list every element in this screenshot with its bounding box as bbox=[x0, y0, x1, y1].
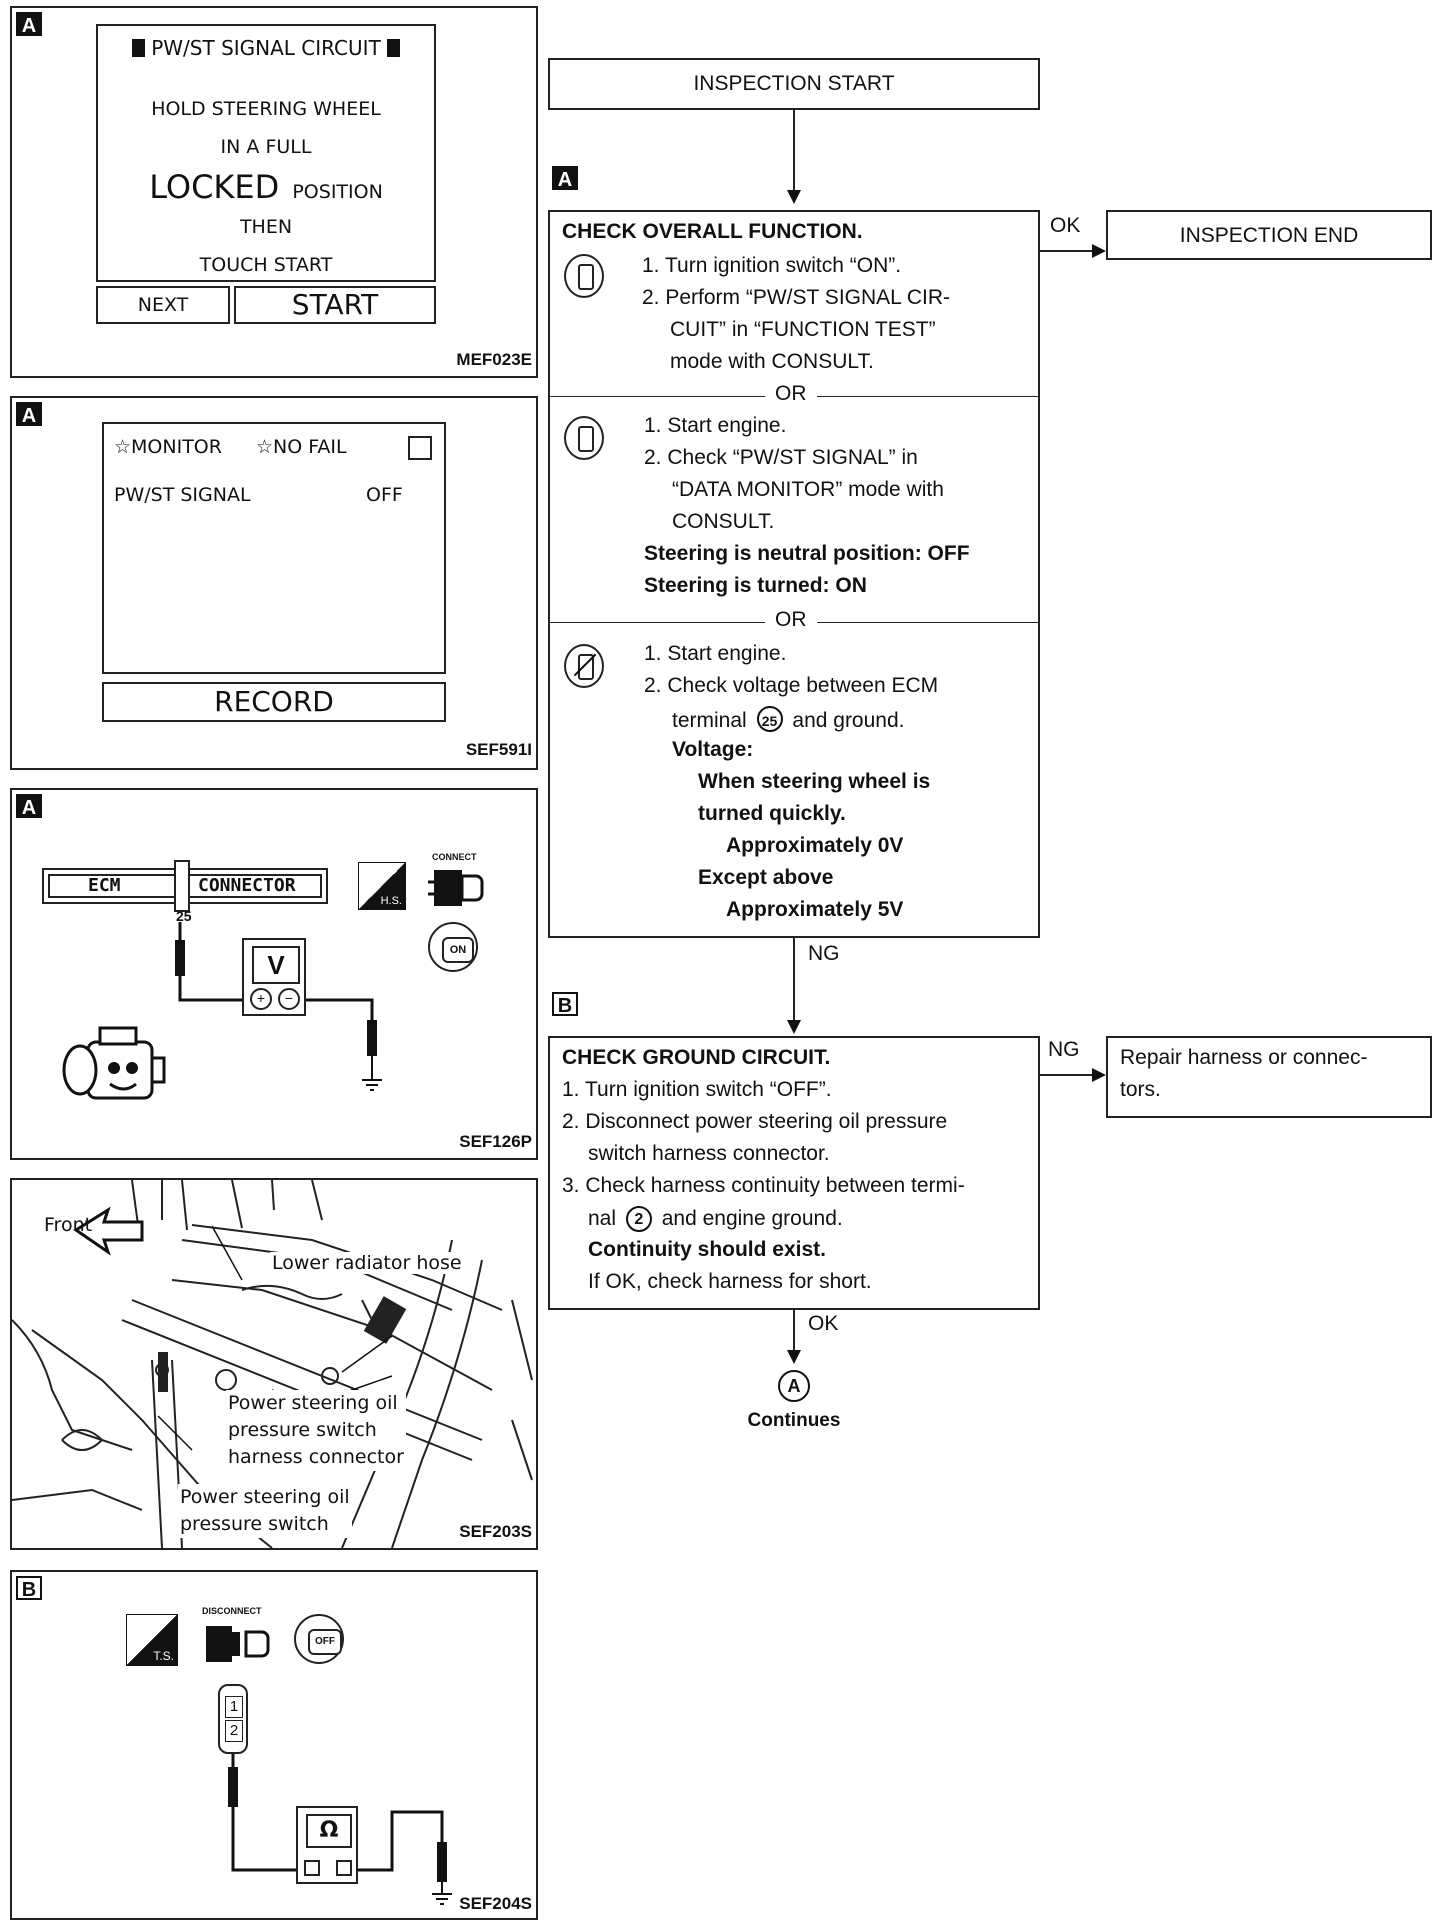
next-button[interactable]: NEXT bbox=[96, 286, 230, 324]
black-square-icon bbox=[131, 39, 145, 57]
meter-display: V bbox=[252, 946, 300, 984]
connector-line bbox=[793, 938, 795, 1024]
voltmeter-wiring bbox=[175, 922, 382, 1091]
minus-terminal-icon: − bbox=[278, 988, 300, 1010]
continuation-marker: A bbox=[778, 1370, 810, 1402]
engine-icon bbox=[62, 1026, 166, 1100]
harness-symbol-icon: H.S. bbox=[358, 862, 406, 910]
figure-code: SEF203S bbox=[459, 1522, 532, 1542]
figure-ground-continuity-check: B T.S. DISCONNECT OFF 1 2 Ω SEF204S bbox=[10, 1570, 538, 1920]
consult-screen: PW/ST SIGNAL CIRCUIT HOLD STEERING WHEEL… bbox=[96, 24, 436, 282]
repair-box: Repair harness or connec- tors. bbox=[1106, 1036, 1432, 1118]
connect-label: CONNECT bbox=[432, 852, 477, 862]
switch-callout: Power steering oil pressure switch bbox=[178, 1484, 352, 1538]
inspection-end-box: INSPECTION END bbox=[1106, 210, 1432, 260]
figure-code: MEF023E bbox=[456, 350, 532, 369]
ok-label: OK bbox=[1050, 214, 1081, 237]
connector-plug-icon bbox=[428, 870, 484, 906]
plus-terminal-icon: + bbox=[250, 988, 272, 1010]
record-button[interactable]: RECORD bbox=[102, 682, 446, 722]
or-label: OR bbox=[765, 382, 817, 406]
instruction-line: HOLD STEERING WHEEL bbox=[151, 98, 381, 120]
meter-display: Ω bbox=[306, 1814, 352, 1848]
connector-label: CONNECTOR bbox=[198, 875, 296, 896]
instruction-line: LOCKED POSITION bbox=[149, 168, 383, 206]
terminal-icon bbox=[304, 1860, 320, 1876]
connector-line bbox=[793, 1310, 795, 1352]
front-label: Front bbox=[44, 1214, 93, 1236]
or-label: OR bbox=[765, 608, 817, 632]
disconnected-plug-icon bbox=[206, 1626, 270, 1662]
figure-switch-location: Front Lower radiator hose Power steering… bbox=[10, 1178, 538, 1550]
connector-line bbox=[1040, 1074, 1094, 1076]
step-tag-a: A bbox=[16, 402, 42, 427]
arrow-down-icon bbox=[787, 1350, 801, 1364]
signal-label: PW/ST SIGNAL bbox=[114, 484, 251, 506]
test-symbol-icon: T.S. bbox=[126, 1614, 178, 1666]
signal-value: OFF bbox=[366, 484, 403, 506]
pin-slot bbox=[174, 860, 190, 912]
arrow-down-icon bbox=[787, 190, 801, 204]
step-tag-a: A bbox=[16, 794, 42, 819]
ng-label: NG bbox=[808, 942, 840, 965]
voltmeter: V + − bbox=[242, 938, 306, 1016]
figure-data-monitor-screen: A ☆MONITOR ☆NO FAIL PW/ST SIGNAL OFF REC… bbox=[10, 396, 538, 770]
instruction-line: THEN bbox=[239, 216, 293, 238]
consult-tester-icon bbox=[564, 416, 604, 460]
figure-code: SEF591I bbox=[465, 740, 532, 759]
pin-2-label: 2 bbox=[225, 1720, 243, 1742]
ok-label: OK bbox=[808, 1312, 839, 1335]
check-ground-circuit-box: CHECK GROUND CIRCUIT. 1. Turn ignition s… bbox=[548, 1036, 1040, 1310]
hose-label: Lower radiator hose bbox=[270, 1252, 464, 1274]
figure-code: SEF204S bbox=[459, 1894, 532, 1913]
pin-number: 25 bbox=[176, 908, 192, 924]
terminal-number: 2 bbox=[625, 1206, 652, 1232]
check-title: CHECK OVERALL FUNCTION. bbox=[562, 220, 863, 243]
ng-label: NG bbox=[1048, 1038, 1080, 1061]
consult-tester-icon bbox=[564, 254, 604, 298]
connector-line bbox=[1040, 250, 1094, 252]
start-button[interactable]: START bbox=[234, 286, 436, 324]
arrow-right-icon bbox=[1092, 1068, 1106, 1082]
terminal-number: 25 bbox=[756, 706, 783, 732]
inspection-start-box: INSPECTION START bbox=[548, 58, 1040, 110]
no-fail-label: ☆NO FAIL bbox=[256, 436, 347, 458]
monitor-label: ☆MONITOR bbox=[114, 436, 222, 458]
arrow-right-icon bbox=[1092, 244, 1106, 258]
ecm-connector: ECM CONNECTOR bbox=[42, 860, 328, 912]
continues-label: Continues bbox=[747, 1410, 841, 1431]
ohmmeter-wiring bbox=[228, 1754, 452, 1905]
connector-callout: Power steering oil pressure switch harne… bbox=[226, 1390, 406, 1471]
ignition-key-off-icon: OFF bbox=[294, 1614, 344, 1664]
no-consult-icon bbox=[564, 644, 604, 688]
ecm-label: ECM bbox=[88, 875, 121, 896]
pin-1-label: 1 bbox=[225, 1696, 243, 1718]
disconnect-label: DISCONNECT bbox=[202, 1606, 262, 1616]
black-square-icon bbox=[387, 39, 401, 57]
consult-screen: ☆MONITOR ☆NO FAIL PW/ST SIGNAL OFF bbox=[102, 422, 446, 674]
step-tag-a: A bbox=[552, 166, 578, 191]
ignition-key-on-icon: ON bbox=[428, 922, 478, 972]
screen-title: PW/ST SIGNAL CIRCUIT bbox=[98, 36, 434, 60]
connector-line bbox=[793, 110, 795, 194]
step-tag-b: B bbox=[552, 992, 578, 1017]
record-checkbox[interactable] bbox=[408, 436, 432, 460]
arrow-down-icon bbox=[787, 1020, 801, 1034]
figure-code: SEF126P bbox=[459, 1132, 532, 1151]
figure-function-test-screen: A PW/ST SIGNAL CIRCUIT HOLD STEERING WHE… bbox=[10, 6, 538, 378]
step-tag-b: B bbox=[16, 1576, 42, 1601]
ohmmeter: Ω bbox=[296, 1806, 358, 1884]
step-tag-a: A bbox=[16, 12, 42, 37]
instruction-line: IN A FULL bbox=[220, 136, 312, 158]
instruction-line: TOUCH START bbox=[199, 254, 333, 276]
figure-ecm-voltage-check: A ECM CONNECTOR 25 V + − H.S. CONNECT ON bbox=[10, 788, 538, 1160]
harness-connector: 1 2 bbox=[218, 1684, 248, 1754]
check-title: CHECK GROUND CIRCUIT. bbox=[562, 1046, 831, 1069]
check-overall-function-box: CHECK OVERALL FUNCTION. 1. Turn ignition… bbox=[548, 210, 1040, 938]
terminal-icon bbox=[336, 1860, 352, 1876]
